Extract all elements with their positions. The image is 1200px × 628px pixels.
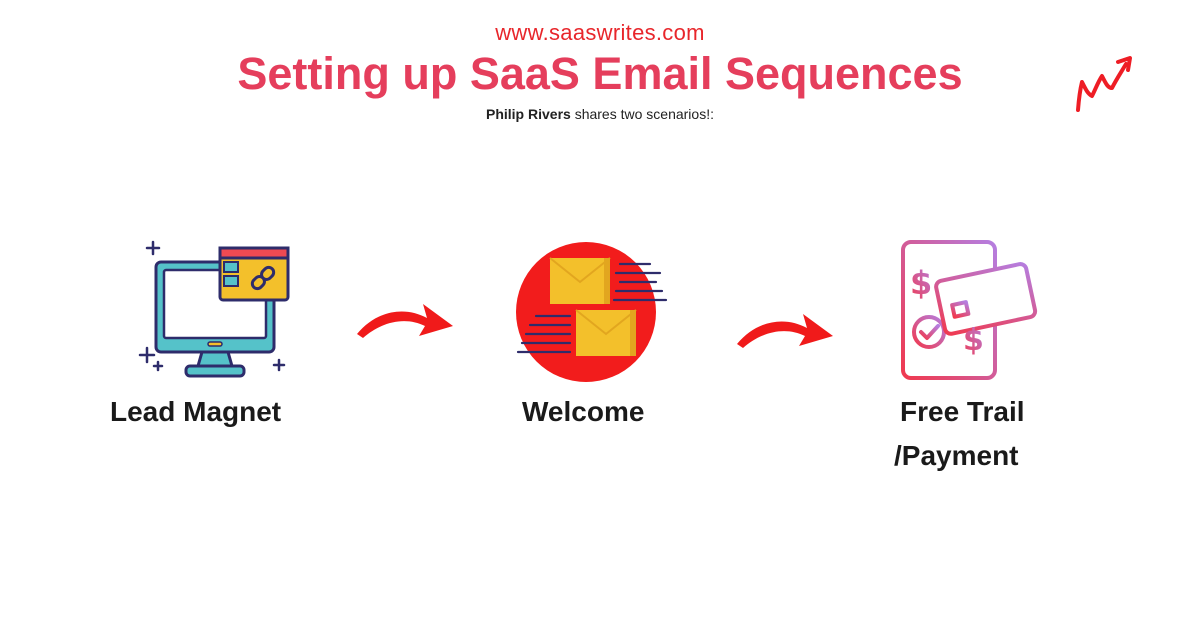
arrow-right-icon [737,314,833,348]
page-title: Setting up SaaS Email Sequences [237,48,963,99]
author-name: Philip Rivers [486,106,571,122]
step-label-payment: /Payment [894,440,1019,471]
step-label-welcome: Welcome [522,396,645,427]
step-label-free-trail: Free Trail [900,396,1025,427]
email-envelopes-icon [516,242,668,382]
subtitle-text: shares two scenarios!: [570,106,714,122]
computer-link-icon [138,240,290,378]
arrow-right-icon [357,304,453,338]
step-label-lead-magnet: Lead Magnet [110,396,282,427]
subtitle: Philip Rivers shares two scenarios!: [0,106,1200,122]
trend-up-icon [1076,56,1132,112]
svg-text:$: $ [910,264,932,302]
svg-text:$: $ [963,323,984,358]
phone-card-payment-icon: $ $ [901,240,1038,380]
site-url[interactable]: www.saaswrites.com [495,20,705,45]
